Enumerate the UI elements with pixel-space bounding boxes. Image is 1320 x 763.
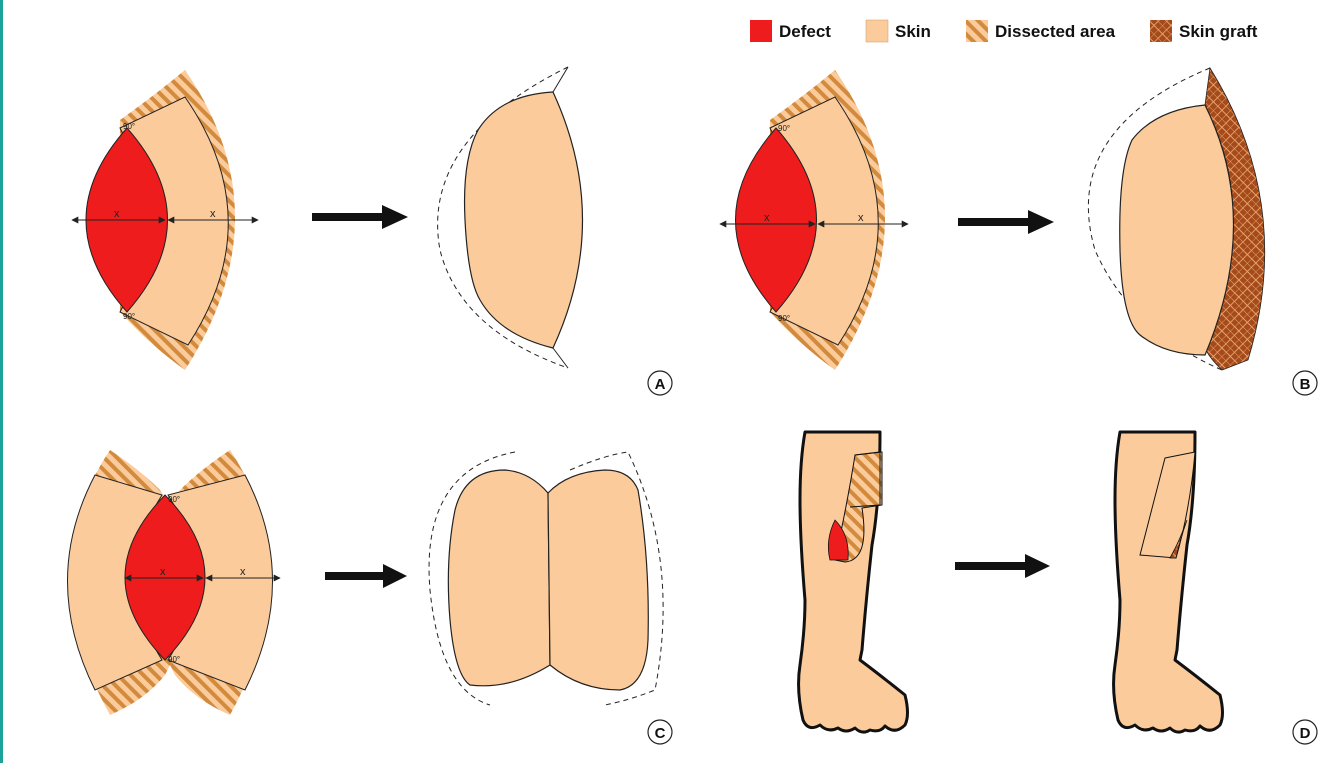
legend-skin-swatch	[866, 20, 888, 42]
panel-b-after	[1088, 68, 1264, 370]
dimension-label: x	[114, 208, 120, 220]
angle-label: 90°	[778, 124, 790, 133]
arrow-right	[955, 554, 1050, 578]
frame-line	[0, 0, 3, 763]
panel-d: D	[799, 432, 1317, 744]
dimension-label: x	[764, 212, 770, 224]
closed-skin	[1120, 105, 1234, 355]
panel-a-after	[438, 67, 583, 368]
angle-label: 90°	[778, 314, 790, 323]
panel-label-c: C	[655, 725, 666, 742]
leg-after	[1114, 432, 1223, 732]
leg-before	[799, 432, 908, 732]
dimension-label: x	[210, 208, 216, 220]
closed-skin-right	[548, 470, 648, 690]
panel-label-b: B	[1300, 376, 1311, 393]
legend-dissected-swatch	[966, 20, 988, 42]
closed-skin	[465, 92, 583, 348]
legend: Defect Skin Dissected area Skin graft	[750, 20, 1258, 42]
dimension-label: x	[240, 566, 246, 578]
legend-dissected-label: Dissected area	[995, 22, 1116, 41]
panel-c: x x 90° 90° C	[68, 450, 673, 744]
legend-graft-swatch	[1150, 20, 1172, 42]
legend-graft-label: Skin graft	[1179, 22, 1258, 41]
panel-c-before: x x 90° 90°	[68, 450, 281, 715]
closed-skin-left	[448, 470, 550, 686]
panel-b-before: x x 90° 90°	[720, 70, 908, 370]
angle-label: 90°	[123, 122, 135, 131]
panel-c-after	[429, 452, 663, 705]
legend-defect-label: Defect	[779, 22, 831, 41]
dimension-label: x	[858, 212, 864, 224]
legend-defect-swatch	[750, 20, 772, 42]
legend-skin-label: Skin	[895, 22, 931, 41]
panel-a-before: x x 90° 90°	[72, 70, 258, 370]
angle-label: 90°	[123, 312, 135, 321]
dimension-label: x	[160, 566, 166, 578]
panel-label-a: A	[655, 376, 666, 393]
arrow-right	[312, 205, 408, 229]
angle-label: 90°	[168, 495, 180, 504]
arrow-right	[958, 210, 1054, 234]
panel-b: x x 90° 90° B	[720, 68, 1317, 395]
arrow-right	[325, 564, 407, 588]
panel-a: x x 90° 90° A	[72, 67, 672, 395]
panel-label-d: D	[1300, 725, 1311, 742]
angle-label: 90°	[168, 655, 180, 664]
